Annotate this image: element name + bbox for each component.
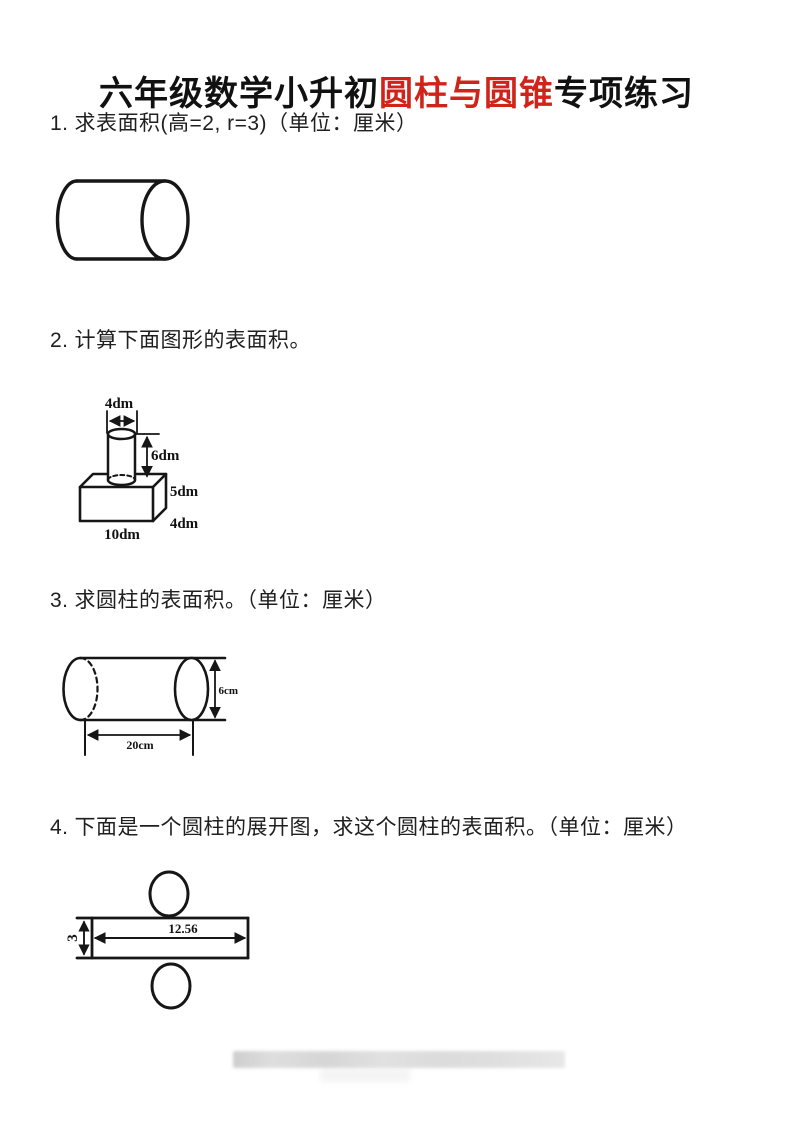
cylinder-outline bbox=[55, 179, 190, 261]
question-1-text: 求表面积(高=2, r=3)（单位：厘米） bbox=[74, 112, 418, 135]
net-outline bbox=[75, 870, 250, 1010]
cuboid-right-face bbox=[151, 472, 168, 523]
cylinder-left-cap-visible bbox=[62, 656, 82, 722]
title-part1: 六年级数学小升初 bbox=[99, 74, 379, 113]
cylinder-left-cap-hidden bbox=[79, 656, 99, 722]
label-box-height: 5dm bbox=[170, 484, 199, 500]
title-highlight: 圆柱与圆锥 bbox=[379, 74, 554, 113]
label-diameter: 6cm bbox=[219, 685, 239, 697]
figure-cylinder-q1 bbox=[55, 179, 190, 261]
label-top-diameter: 4dm bbox=[105, 396, 134, 412]
net-bottom-circle bbox=[150, 962, 192, 1010]
watermark-smudge bbox=[233, 1051, 565, 1068]
question-1-number: 1. bbox=[50, 112, 69, 135]
cylinder-bottom-front-arc bbox=[106, 478, 137, 487]
question-2-text: 计算下面图形的表面积。 bbox=[74, 329, 312, 352]
figure-cylinder-net-q4: 3 12.56 bbox=[65, 870, 250, 1010]
figure-cylinder-q3: 6cm 20cm bbox=[62, 656, 239, 756]
question-3-text: 求圆柱的表面积。（单位：厘米） bbox=[74, 589, 387, 612]
label-rect-length: 12.56 bbox=[168, 921, 198, 936]
dimension-6dm bbox=[135, 433, 160, 478]
question-4-number: 4. bbox=[50, 816, 69, 839]
watermark-smudge-faint bbox=[320, 1068, 410, 1082]
dimension-4dm-top bbox=[106, 410, 138, 434]
small-cylinder-outline bbox=[106, 427, 137, 487]
label-rect-height: 3 bbox=[65, 934, 81, 942]
cuboid-front-face bbox=[78, 485, 155, 523]
question-2: 2.计算下面图形的表面积。 bbox=[50, 327, 311, 355]
question-3: 3.求圆柱的表面积。（单位：厘米） bbox=[50, 587, 387, 615]
figure-composite-solid-q2: 4dm 6dm 5dm 4dm 10dm bbox=[78, 396, 199, 543]
question-4: 4.下面是一个圆柱的展开图，求这个圆柱的表面积。（单位：厘米） bbox=[50, 814, 688, 842]
cylinder-right-face bbox=[140, 179, 190, 261]
label-box-length: 10dm bbox=[104, 527, 140, 543]
cylinder-outline bbox=[62, 656, 227, 722]
label-length: 20cm bbox=[126, 738, 153, 752]
label-cylinder-height: 6dm bbox=[151, 448, 180, 464]
label-box-depth: 4dm bbox=[170, 516, 199, 532]
question-4-text: 下面是一个圆柱的展开图，求这个圆柱的表面积。（单位：厘米） bbox=[74, 816, 688, 839]
question-3-number: 3. bbox=[50, 589, 69, 612]
question-2-number: 2. bbox=[50, 329, 69, 352]
dimension-20cm bbox=[84, 719, 194, 756]
title-part2: 专项练习 bbox=[554, 74, 694, 113]
cylinder-top-face bbox=[106, 427, 137, 441]
page-title: 六年级数学小升初圆柱与圆锥专项练习 bbox=[0, 73, 793, 115]
question-1: 1.求表面积(高=2, r=3)（单位：厘米） bbox=[50, 110, 418, 138]
cylinder-bottom-hidden-arc bbox=[107, 474, 136, 481]
cylinder-right-face bbox=[173, 656, 210, 722]
cylinder-left-cap bbox=[55, 179, 79, 261]
net-top-circle bbox=[148, 870, 190, 918]
